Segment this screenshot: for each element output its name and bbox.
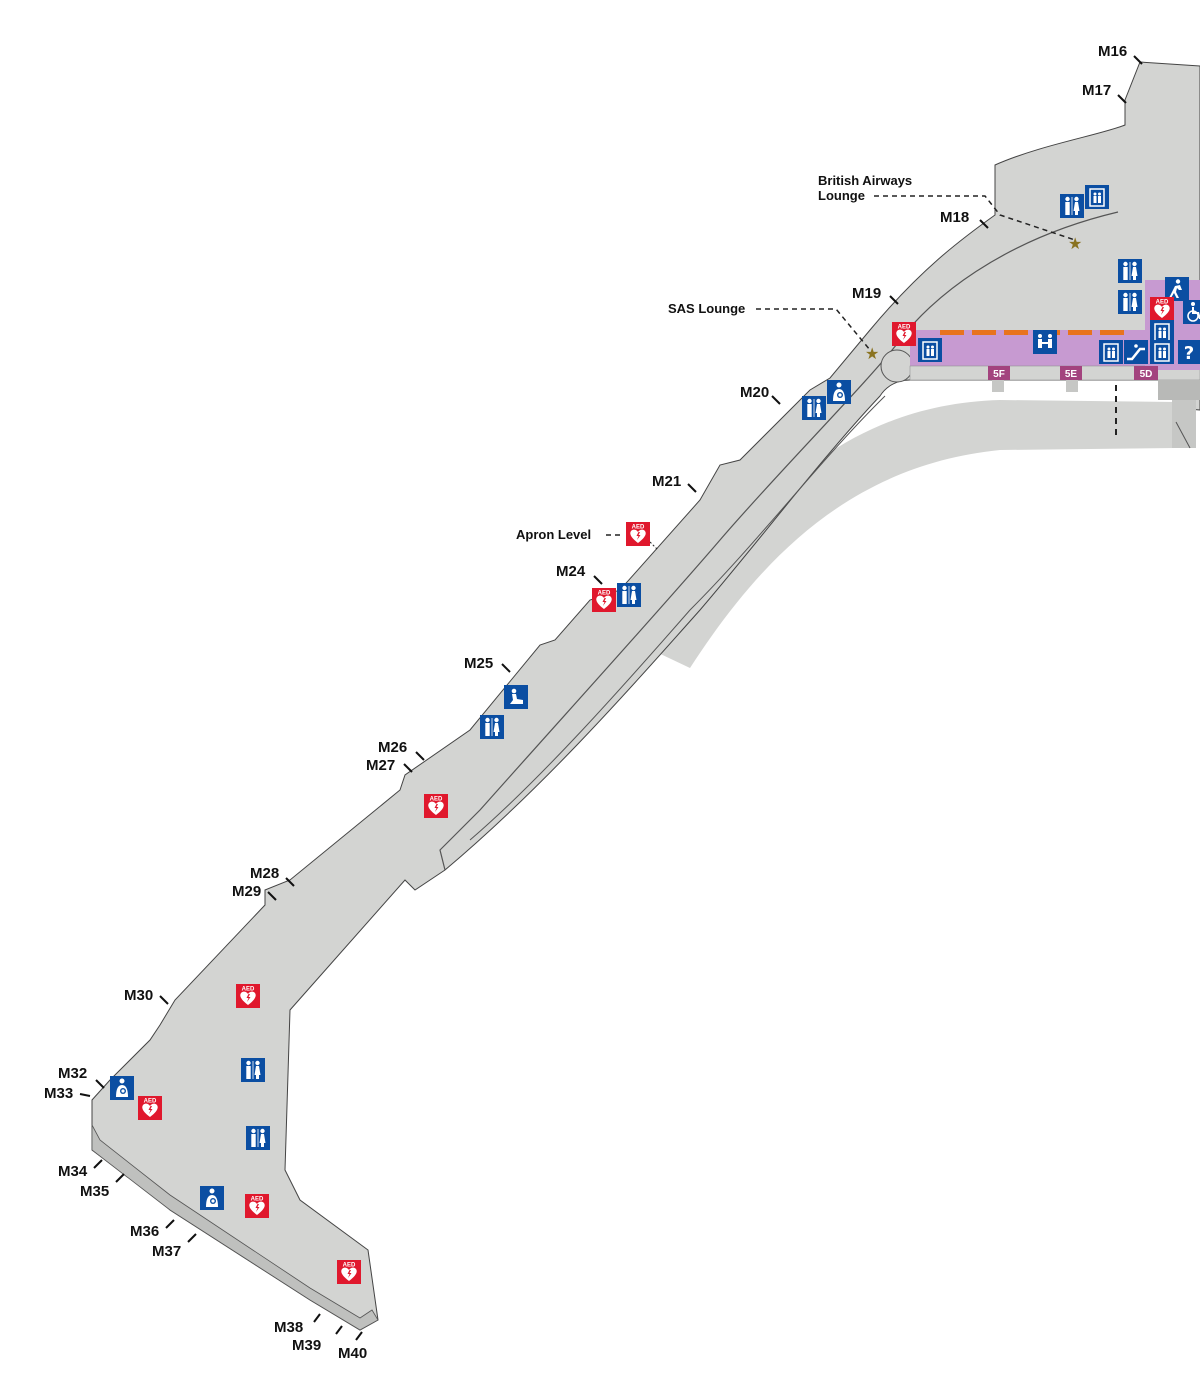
gate-label-m24: M24 — [556, 563, 586, 580]
escalator-icon — [1122, 338, 1150, 366]
gate-label-m39: M39 — [292, 1337, 321, 1354]
elevator-icon — [917, 337, 943, 363]
aed-icon — [245, 1194, 269, 1218]
information-icon: ? — [1178, 340, 1200, 364]
poi-sas-lounge-label: SAS Lounge — [668, 301, 745, 316]
aed-icon — [1150, 297, 1174, 321]
gate-label-m19: M19 — [852, 285, 881, 302]
prayer-room-icon — [504, 685, 528, 709]
poi-ba-lounge-leader — [874, 195, 1076, 241]
poi-ba-lounge-line2: Lounge — [818, 188, 865, 203]
poi-ba-lounge-line1: British Airways — [818, 173, 912, 188]
aed-icon — [236, 984, 260, 1008]
pier-connector-5e — [1066, 380, 1078, 392]
svg-text:5E: 5E — [1065, 369, 1078, 380]
gate-label-m38: M38 — [274, 1319, 303, 1336]
gate-label-m30: M30 — [124, 987, 153, 1004]
poi-ba-lounge-star: ★ — [1068, 234, 1082, 253]
gate-label-m16: M16 — [1098, 43, 1127, 60]
gate-label-m21: M21 — [652, 473, 681, 490]
concourse-band-lower — [909, 365, 1200, 381]
pier-connector-5d-stem — [1172, 400, 1196, 448]
poi-sas-lounge-star: ★ — [865, 344, 879, 363]
pier-connector-5d — [1158, 380, 1200, 400]
gate-label-m26: M26 — [378, 739, 407, 756]
elevator-icon — [1084, 184, 1110, 210]
gate-label-m36: M36 — [130, 1223, 159, 1240]
gate-label-m18: M18 — [940, 209, 969, 226]
aed-icon — [337, 1260, 361, 1284]
toilets-icon — [801, 395, 827, 421]
poi-sas-lounge-leader — [756, 308, 871, 351]
aed-icon — [592, 588, 616, 612]
pier-badge-5d: 5D — [1134, 366, 1158, 380]
gate-ticks — [79, 55, 1143, 1341]
gate-label-m29: M29 — [232, 883, 261, 900]
svg-text:?: ? — [1184, 343, 1194, 364]
aed-icon — [138, 1096, 162, 1120]
elevator-icon — [1098, 339, 1124, 365]
svg-text:5D: 5D — [1140, 369, 1153, 380]
poi-apron-level-leader-2 — [649, 541, 659, 551]
accessibility-icon — [1182, 299, 1200, 325]
pier-badge-5e: 5E — [1060, 366, 1082, 380]
gate-label-m17: M17 — [1082, 82, 1111, 99]
toilets-icon — [245, 1125, 271, 1151]
gate-label-m33: M33 — [44, 1085, 73, 1102]
baby-care-icon — [200, 1186, 224, 1210]
pier-inner-edge — [439, 211, 1119, 871]
gate-label-m28: M28 — [250, 865, 279, 882]
baby-care-icon — [110, 1076, 134, 1100]
pier-inner-edge-2 — [469, 395, 886, 841]
pier-connector-5f — [992, 380, 1004, 392]
toilets-icon — [240, 1057, 266, 1083]
aed-icon — [892, 322, 916, 346]
gate-label-m20: M20 — [740, 384, 769, 401]
toilets-icon — [479, 714, 505, 740]
pier-junction — [880, 349, 914, 383]
baby-care-icon — [827, 380, 851, 404]
gate-label-m35: M35 — [80, 1183, 109, 1200]
pier-connector-5d-line — [1175, 421, 1191, 449]
restaurant-icon — [1033, 330, 1057, 354]
gate-label-m34: M34 — [58, 1163, 88, 1180]
gate-label-m40: M40 — [338, 1345, 367, 1362]
gate-label-m27: M27 — [366, 757, 395, 774]
toilets-icon — [1117, 289, 1143, 315]
elevator-icon — [1149, 339, 1175, 365]
gate-label-m32: M32 — [58, 1065, 87, 1082]
gate-label-m37: M37 — [152, 1243, 181, 1260]
toilets-icon — [1117, 258, 1143, 284]
toilets-icon — [1059, 193, 1085, 219]
poi-apron-level-label: Apron Level — [516, 527, 591, 542]
aed-icon — [626, 522, 650, 546]
pier-badge-5f: 5F — [988, 366, 1010, 380]
aed-icon — [424, 794, 448, 818]
gate-label-m25: M25 — [464, 655, 493, 672]
toilets-icon — [616, 582, 642, 608]
pier-bottom-shadow — [91, 1124, 379, 1331]
svg-text:5F: 5F — [993, 369, 1005, 380]
